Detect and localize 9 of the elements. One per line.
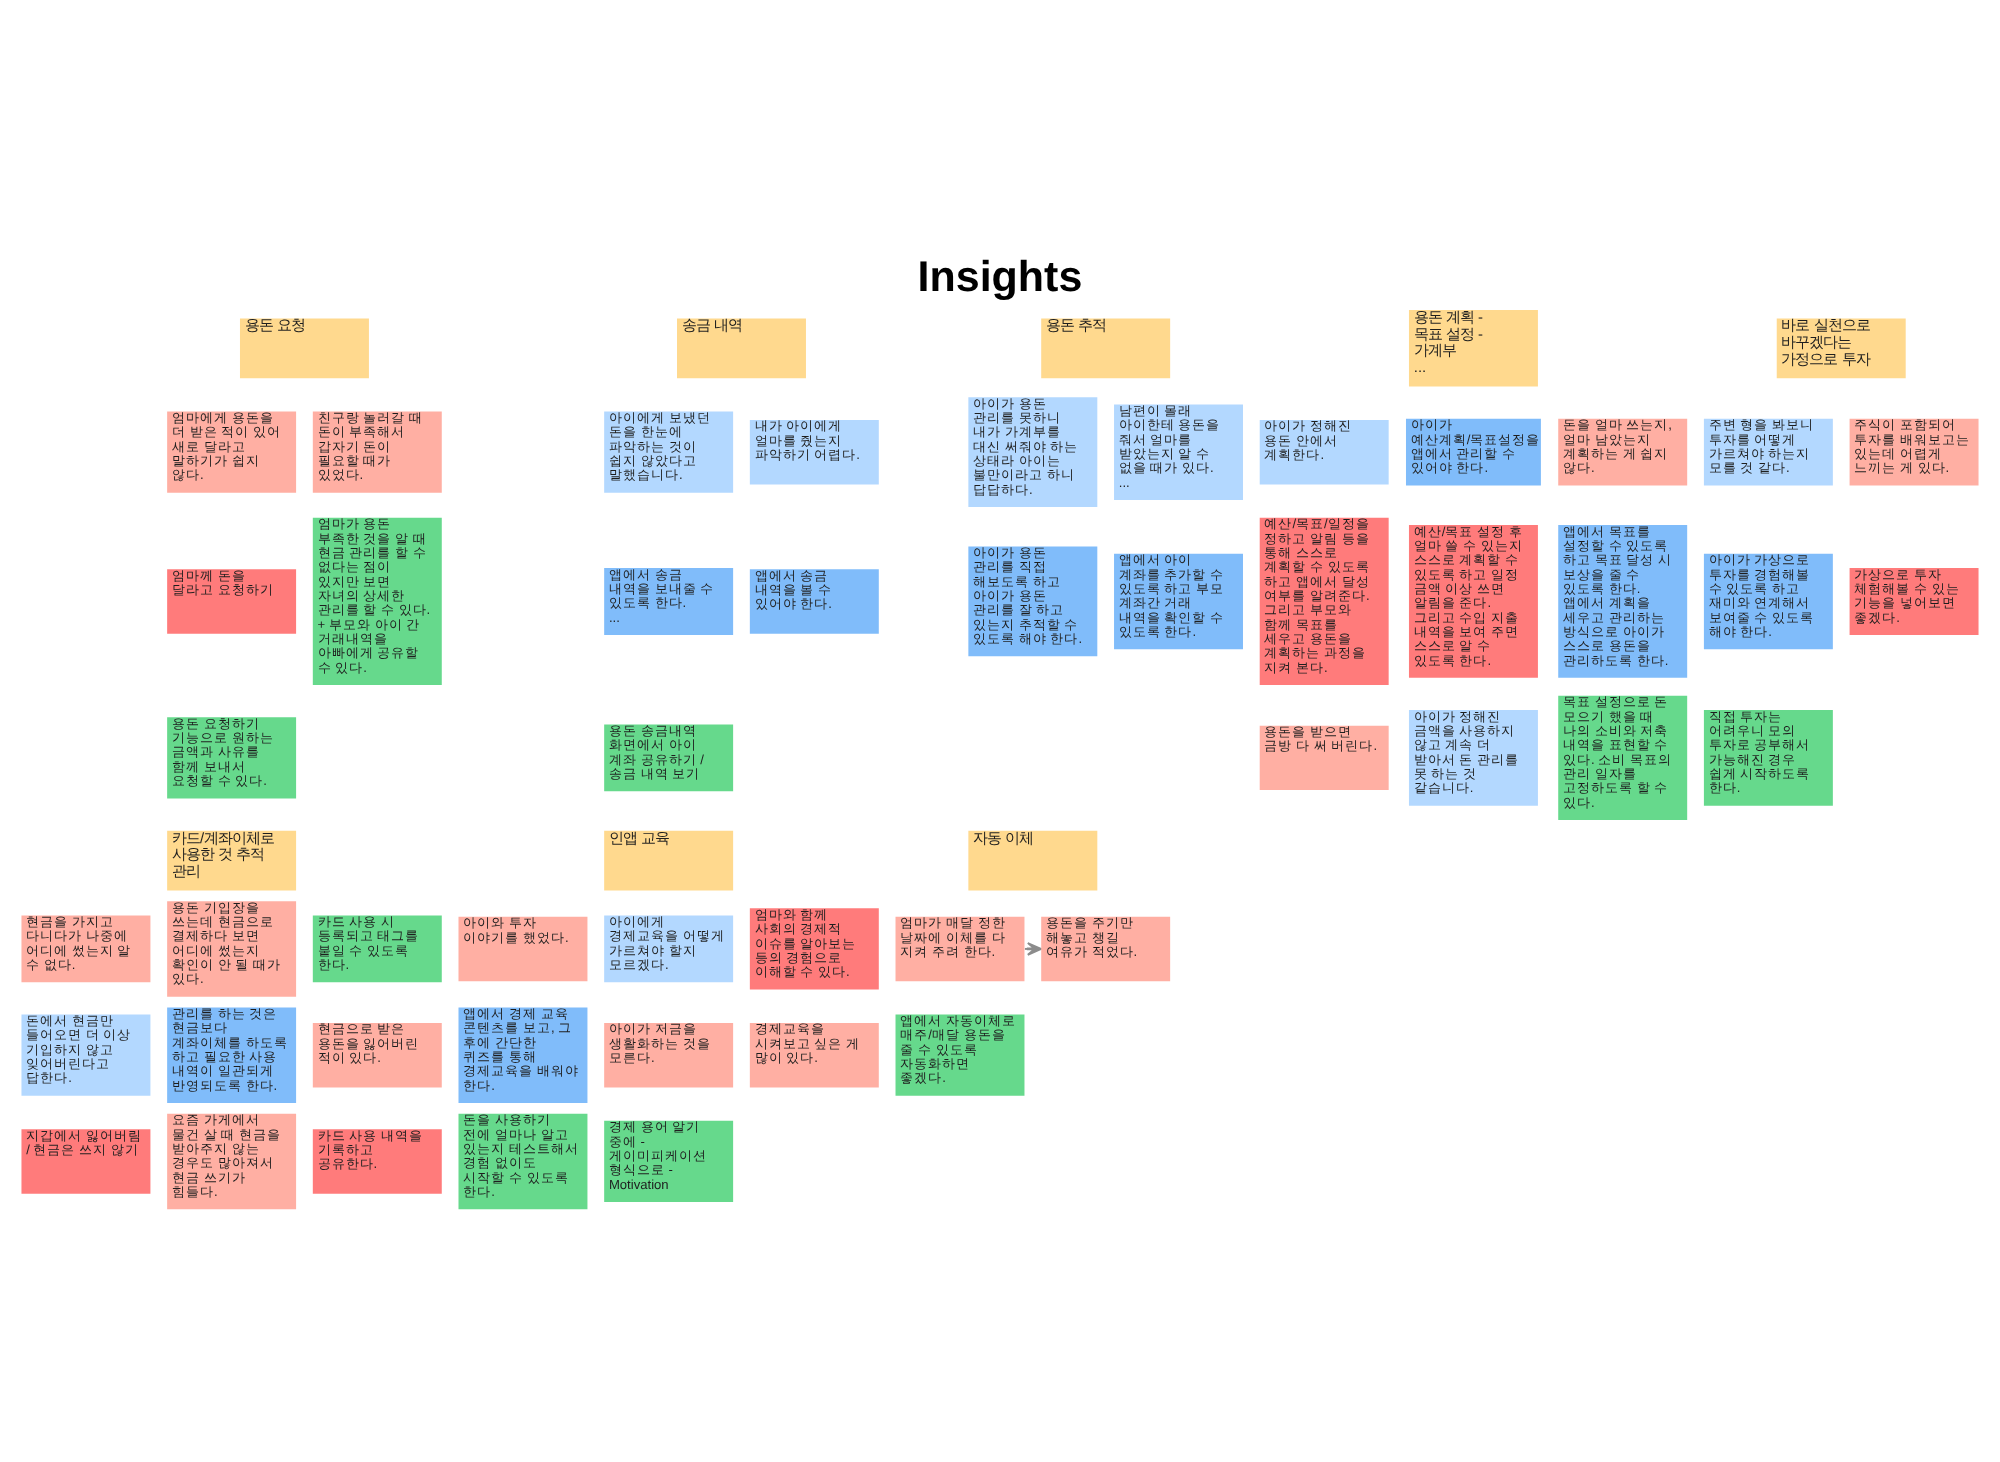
node-box: 송금 내역 <box>677 318 806 379</box>
diagram-title: Insights <box>917 252 1083 301</box>
node-box: 인앱 교육 <box>604 830 734 891</box>
node-box: 바로 실천으로 바꾸겠다는 가정으로 투자 <box>1776 318 1906 379</box>
node-box: 용돈 요청 <box>240 318 369 379</box>
node-box: 용돈 추적 <box>1041 318 1171 379</box>
node-box: 자동 이체 <box>968 830 1098 891</box>
node-box: 카드/계좌이체로 사용한 것 추적 관리 <box>167 830 297 891</box>
node-box: 용돈 계획 - 목표 설정 - 가계부 ... <box>1408 310 1538 387</box>
